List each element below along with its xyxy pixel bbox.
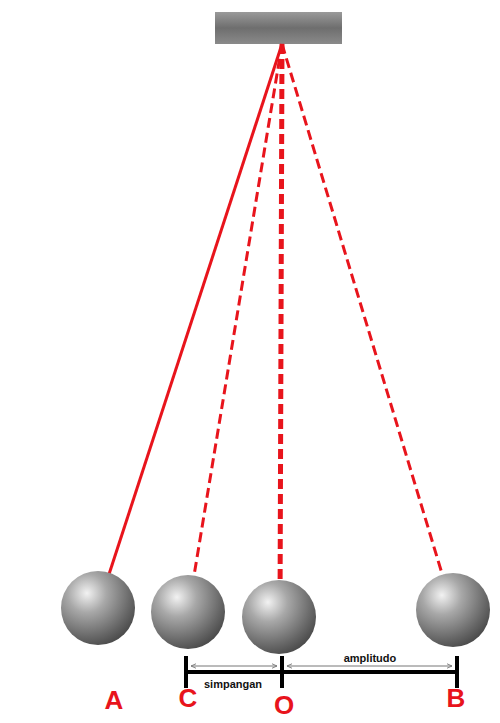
point-label: C xyxy=(179,685,198,711)
pendulum-ball xyxy=(151,575,225,649)
pivot-support xyxy=(215,12,342,44)
string-dashed xyxy=(188,44,282,612)
measure-arrow xyxy=(191,666,277,667)
measure-tick xyxy=(280,656,284,688)
point-label: A xyxy=(105,687,124,713)
measure-tick xyxy=(184,656,188,688)
measure-label: amplitudo xyxy=(342,653,399,664)
pendulum-ball xyxy=(416,573,490,647)
string-dashed xyxy=(282,44,453,610)
measure-tick xyxy=(455,656,459,688)
measure-label: simpangan xyxy=(202,679,264,690)
measure-bar xyxy=(186,670,457,674)
pendulum-ball xyxy=(242,580,316,654)
measure-arrow xyxy=(287,666,452,667)
string-dashed xyxy=(280,44,282,615)
pendulum-ball xyxy=(61,571,135,645)
string-solid xyxy=(98,44,282,608)
point-label: B xyxy=(447,685,466,711)
point-label: O xyxy=(274,692,294,718)
